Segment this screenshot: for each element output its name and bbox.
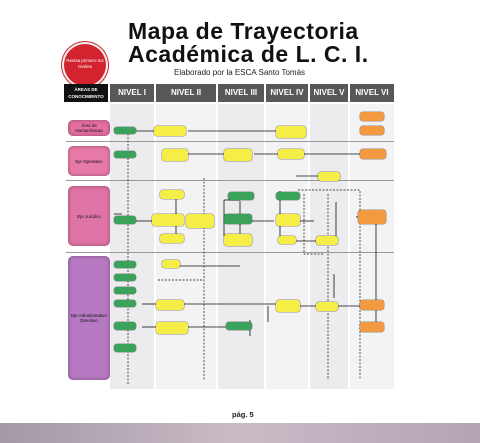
header-nivel-5: NIVEL V (310, 84, 348, 102)
header-nivel-2: NIVEL II (156, 84, 216, 102)
node-admin-1b (114, 274, 136, 281)
header-areas: ÁREAS DE CONOCIMIENTO (64, 84, 108, 102)
subtitle: Elaborado por la ESCA Santo Tomás (174, 68, 306, 77)
title-line-1: Mapa de Trayectoria (128, 18, 359, 44)
node-juridico-3a (228, 192, 254, 200)
node-operativo-4 (278, 149, 304, 159)
node-admin-2b (156, 300, 184, 310)
node-juridico-6 (358, 210, 386, 224)
row-separator (66, 141, 394, 142)
header-nivel-6: NIVEL VI (350, 84, 394, 102)
node-admin-1e (114, 322, 136, 330)
node-juridico-4a (276, 192, 300, 200)
node-operativo-3 (224, 149, 252, 161)
node-admin-4 (276, 300, 300, 312)
title-line-2: Académica de L. C. I. (128, 41, 369, 67)
area-eje-juridico: Eje Jurídico (68, 186, 110, 246)
node-admin-6a (360, 300, 384, 310)
node-admin-2a (162, 260, 180, 268)
node-admin-1d (114, 300, 136, 307)
node-juridico-4c (278, 236, 296, 244)
node-humanisticas-4 (276, 126, 306, 138)
node-admin-1f (114, 344, 136, 352)
node-juridico-4b (276, 214, 300, 226)
revision-badge: Revisa primero tus niveles (64, 44, 106, 86)
node-humanisticas-1 (114, 127, 136, 134)
area-eje-operativo: Eje Operativo (68, 146, 110, 176)
header-nivel-3: NIVEL III (218, 84, 264, 102)
area-eje-administrativo: Eje Administrativo Directivo (68, 256, 110, 380)
node-admin-6b (360, 322, 384, 332)
trajectory-diagram: ÁREAS DE CONOCIMIENTO NIVEL I NIVEL II N… (64, 84, 394, 389)
node-juridico-1 (114, 216, 136, 224)
node-admin-3 (226, 322, 252, 330)
node-humanisticas-6a (360, 112, 384, 121)
node-humanisticas-2 (154, 126, 186, 136)
node-juridico-2a (160, 190, 184, 199)
page-number: pág. 5 (232, 410, 254, 419)
node-admin-2c (156, 322, 188, 334)
node-juridico-5 (316, 236, 338, 245)
header-nivel-1: NIVEL I (110, 84, 154, 102)
node-operativo-1 (114, 151, 136, 158)
row-separator (66, 252, 394, 253)
node-juridico-2b (152, 214, 184, 226)
column-nivel-5 (310, 104, 348, 389)
node-juridico-3c (224, 214, 252, 224)
node-juridico-2c (160, 234, 184, 243)
node-operativo-5 (318, 172, 340, 181)
node-admin-5 (316, 302, 338, 311)
node-juridico-3b (186, 214, 214, 228)
node-admin-1a (114, 261, 136, 268)
node-admin-1c (114, 287, 136, 294)
row-separator (66, 180, 394, 181)
node-juridico-3d (224, 234, 252, 246)
node-operativo-6 (360, 149, 386, 159)
area-humanisticas: Área de Humanísticas (68, 120, 110, 136)
node-humanisticas-6b (360, 126, 384, 135)
node-operativo-2 (162, 149, 188, 161)
badge-text: Revisa primero tus niveles (66, 58, 104, 69)
footer-band (0, 423, 480, 443)
header-nivel-4: NIVEL IV (266, 84, 308, 102)
